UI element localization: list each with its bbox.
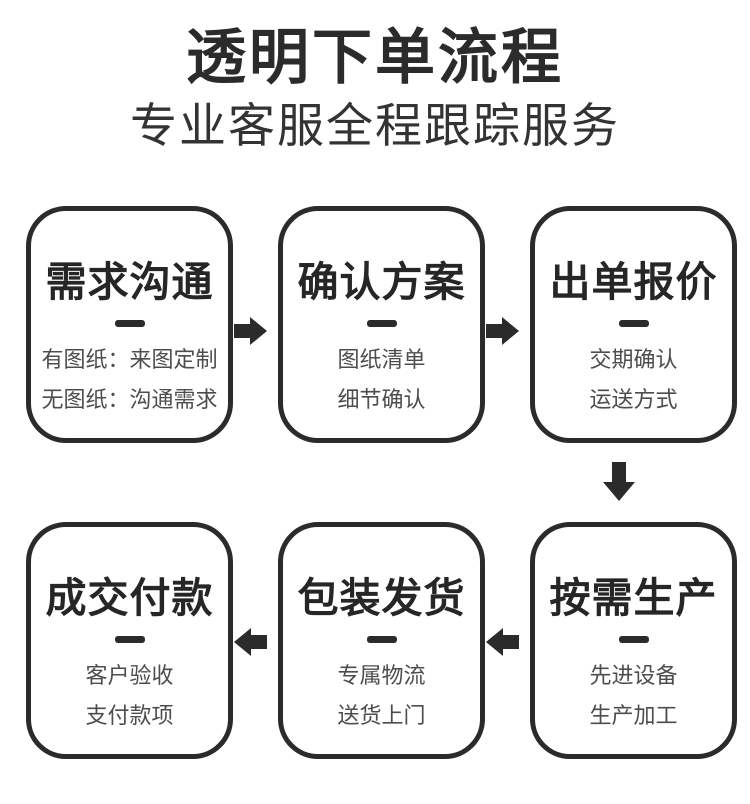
page-subtitle: 专业客服全程跟踪服务 [130,99,620,152]
arrow-shaft [234,324,250,338]
divider-dash [114,320,145,327]
step-title: 确认方案 [297,259,466,305]
divider-dash [618,320,649,327]
step-detail-line: 运送方式 [589,387,678,412]
flow-step-demand: 需求沟通 有图纸：来图定制 无图纸：沟通需求 [26,206,233,443]
step-title: 包装发货 [297,575,466,621]
step-title: 需求沟通 [45,259,214,305]
arrow-right-icon [486,317,519,345]
diagram-header: 透明下单流程 专业客服全程跟踪服务 [0,22,750,154]
arrow-head [603,482,635,501]
divider-dash [618,636,649,643]
arrow-down-icon [603,462,635,501]
divider-dash [366,320,397,327]
step-title: 按需生产 [549,575,718,621]
arrow-shaft [251,635,267,649]
arrow-head [234,628,251,656]
step-detail-line: 专属物流 [337,663,426,688]
step-detail-line: 细节确认 [337,387,426,412]
divider-dash [114,636,145,643]
arrow-head [502,317,519,345]
step-title: 成交付款 [45,575,214,621]
arrow-shaft [612,462,626,482]
divider-dash [366,636,397,643]
flow-step-payment: 成交付款 客户验收 支付款项 [26,522,233,759]
arrow-right-icon [234,317,267,345]
arrow-left-icon [234,628,267,656]
step-detail-line: 图纸清单 [337,347,426,372]
step-detail-line: 生产加工 [589,703,678,728]
step-title: 出单报价 [549,259,718,305]
arrow-shaft [486,324,502,338]
arrow-shaft [503,635,519,649]
arrow-left-icon [486,628,519,656]
step-detail-line: 无图纸：沟通需求 [41,387,218,412]
step-detail-line: 交期确认 [589,347,678,372]
page-title: 透明下单流程 [186,24,564,91]
flow-step-shipping: 包装发货 专属物流 送货上门 [278,522,485,759]
flow-step-quote: 出单报价 交期确认 运送方式 [530,206,737,443]
arrow-head [486,628,503,656]
arrow-head [250,317,267,345]
flow-step-production: 按需生产 先进设备 生产加工 [530,522,737,759]
step-detail-line: 送货上门 [337,703,426,728]
step-detail-line: 支付款项 [85,703,174,728]
step-detail-line: 先进设备 [589,663,678,688]
step-detail-line: 有图纸：来图定制 [41,347,218,372]
flow-step-confirm-plan: 确认方案 图纸清单 细节确认 [278,206,485,443]
step-detail-line: 客户验收 [85,663,174,688]
